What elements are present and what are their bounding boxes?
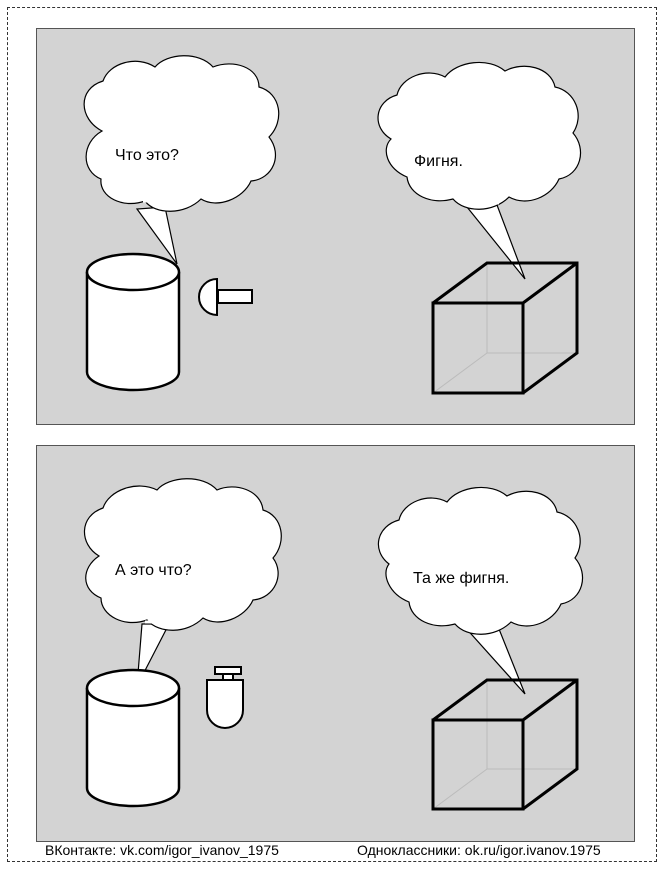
footer-ok-link[interactable]: Одноклассники: ok.ru/igor.ivanov.1975 — [357, 842, 601, 858]
mushroom-connector-shape — [198, 277, 253, 317]
panel-1-drawing — [83, 55, 582, 395]
panel-2-drawing — [83, 478, 584, 811]
speech-text-right: Та же фигня. — [413, 570, 510, 587]
speech-bubble-left — [83, 478, 282, 687]
footer-vk-link[interactable]: ВКонтакте: vk.com/igor_ivanov_1975 — [45, 842, 279, 858]
comic-panel-2: А это что? Та же фигня. — [36, 445, 635, 842]
speech-bubble-left — [83, 55, 280, 265]
cube-shape — [431, 261, 579, 395]
speech-bubble-right — [377, 486, 584, 695]
cylinder-shape — [85, 668, 181, 808]
cylinder-shape — [85, 252, 181, 392]
plug-connector-shape — [206, 666, 244, 729]
page-frame — [7, 7, 657, 862]
speech-text-left: А это что? — [115, 562, 192, 579]
speech-text-left: Что это? — [115, 147, 179, 164]
cube-shape — [431, 678, 579, 811]
comic-panel-1: Что это? Фигня. — [36, 28, 635, 425]
speech-text-right: Фигня. — [414, 153, 463, 170]
speech-bubble-right — [377, 61, 582, 280]
